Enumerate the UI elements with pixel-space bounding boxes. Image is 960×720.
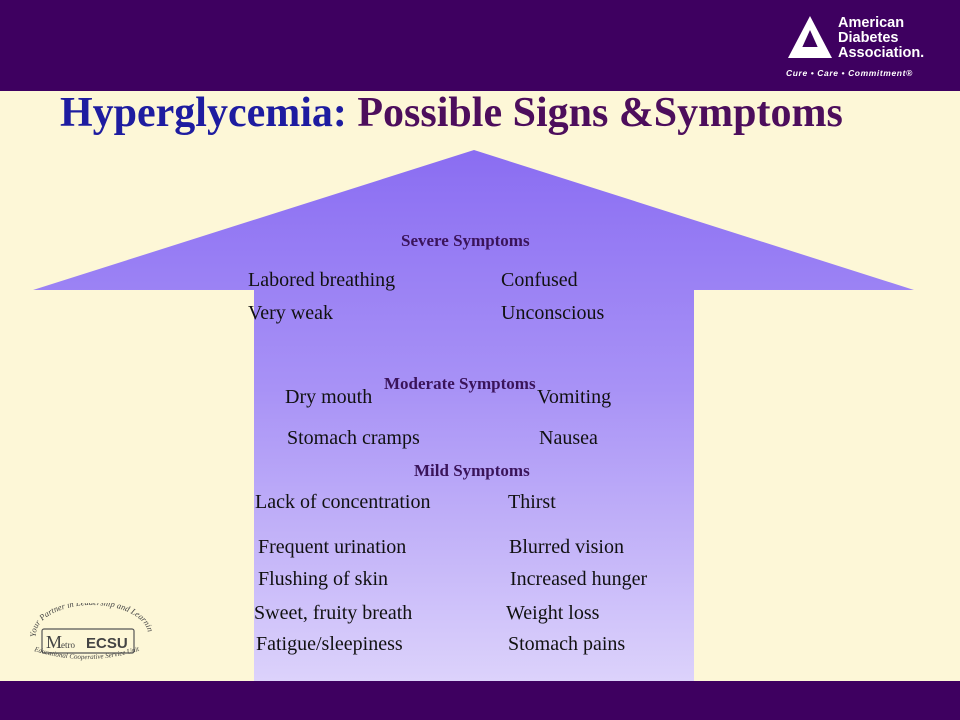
metro-name-big: M xyxy=(46,632,62,652)
moderate-item: Stomach cramps xyxy=(287,427,420,449)
bottom-banner xyxy=(0,681,960,720)
metro-name-small: etro xyxy=(61,640,75,650)
arrow-shape xyxy=(33,150,914,681)
mild-item: Stomach pains xyxy=(508,633,626,655)
ada-logo-line3: Association. xyxy=(838,45,925,61)
severe-item: Labored breathing xyxy=(248,269,396,291)
severe-heading: Severe Symptoms xyxy=(401,231,530,250)
ada-logo-tagline: Cure • Care • Commitment® xyxy=(786,68,913,78)
mild-item: Thirst xyxy=(508,491,556,513)
ada-logo-line2: Diabetes xyxy=(838,30,899,46)
mild-item: Blurred vision xyxy=(509,536,624,558)
slide-title: Hyperglycemia: Possible Signs &Symptoms xyxy=(60,90,843,136)
ada-triangle-icon xyxy=(788,16,832,58)
mild-item: Increased hunger xyxy=(510,568,648,590)
title-part2: Possible Signs &Symptoms xyxy=(357,90,843,136)
severe-item: Confused xyxy=(501,269,578,291)
moderate-item: Nausea xyxy=(539,427,598,449)
mild-item: Fatigue/sleepiness xyxy=(256,633,403,655)
mild-item: Lack of concentration xyxy=(255,491,431,513)
ada-logo-line1: American xyxy=(838,15,905,31)
metro-name-box xyxy=(41,628,135,654)
moderate-heading: Moderate Symptoms xyxy=(384,374,536,393)
severe-item: Very weak xyxy=(248,302,333,324)
severe-item: Unconscious xyxy=(501,302,605,324)
mild-heading: Mild Symptoms xyxy=(414,461,530,480)
ada-logo: American Diabetes Association. Cure • Ca… xyxy=(786,14,936,80)
title-part1: Hyperglycemia: xyxy=(60,90,347,136)
mild-item: Flushing of skin xyxy=(258,568,389,590)
moderate-item: Vomiting xyxy=(537,386,612,408)
metro-ecsu-logo: Your Partner in Leadership and Learning … xyxy=(28,603,154,661)
moderate-item: Dry mouth xyxy=(285,386,373,408)
metro-name-right: ECSU xyxy=(86,635,128,652)
mild-item: Weight loss xyxy=(506,602,600,624)
mild-item: Frequent urination xyxy=(258,536,407,558)
mild-item: Sweet, fruity breath xyxy=(254,602,413,624)
